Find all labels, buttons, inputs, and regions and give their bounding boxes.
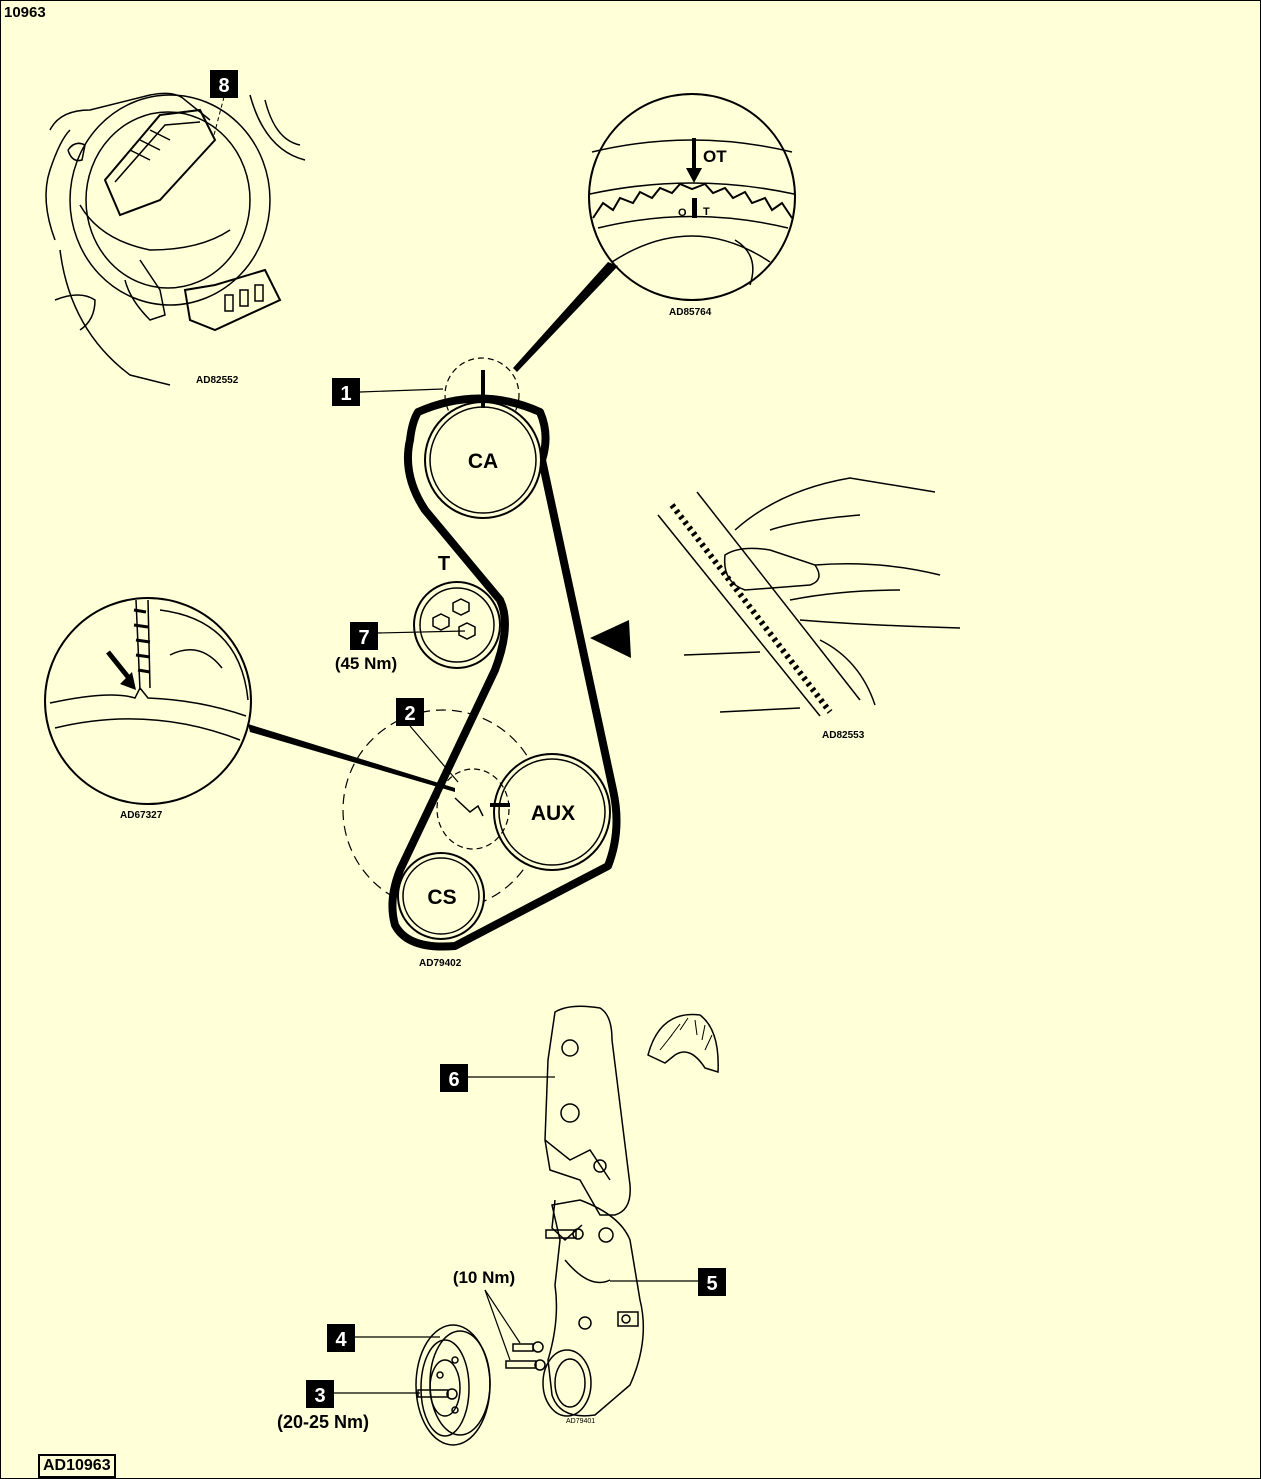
svg-text:5: 5 (706, 1273, 717, 1295)
callout-5: 5 (610, 1268, 726, 1296)
crankshaft-pulley-label: CS (427, 886, 456, 909)
tensioner-label: T (438, 553, 450, 575)
callout-4: 4 (327, 1324, 440, 1352)
svg-text:6: 6 (448, 1069, 459, 1091)
cover-parts (415, 1005, 719, 1446)
distributor-detail (45, 92, 306, 386)
callout-6: 6 (440, 1064, 555, 1092)
o-label: O (678, 207, 687, 219)
ref-belt-layout: AD79402 (419, 958, 462, 969)
callout-3: 3 (306, 1380, 420, 1408)
bracket-bolt-torque: (10 Nm) (453, 1268, 515, 1287)
callout-2: 2 (396, 698, 459, 783)
t-label: T (703, 206, 710, 218)
timing-belt (388, 394, 621, 951)
crank-mark-pointer (248, 724, 455, 792)
callout-7: 7 (350, 622, 466, 650)
svg-text:2: 2 (404, 703, 415, 725)
ref-crank-mark: AD67327 (120, 810, 163, 821)
timing-mark-pointer (513, 262, 618, 372)
ot-label: OT (703, 147, 727, 166)
belt-twist-detail (657, 477, 961, 717)
callout-8-leader (213, 96, 225, 136)
drawing-number: 10963 (4, 4, 46, 21)
svg-text:8: 8 (218, 75, 229, 97)
auxiliary-pulley-label: AUX (531, 802, 575, 825)
belt-layout (342, 357, 631, 951)
pulley-bolt-torque: (20-25 Nm) (277, 1412, 369, 1432)
tensioner-torque: (45 Nm) (335, 654, 397, 673)
svg-text:4: 4 (335, 1329, 347, 1351)
ref-distributor: AD82552 (196, 375, 239, 386)
ref-timing-mark: AD85764 (669, 307, 712, 318)
callout-1: 1 (332, 378, 444, 406)
ref-belt-twist: AD82553 (822, 730, 865, 741)
callout-8: 8 (210, 70, 238, 98)
camshaft-pulley-label: CA (468, 450, 498, 473)
svg-text:1: 1 (340, 383, 351, 405)
svg-text:3: 3 (314, 1385, 325, 1407)
timing-mark-detail: OT O T (588, 93, 796, 301)
timing-mark-zone (444, 357, 520, 433)
drawing-reference: AD10963 (38, 1454, 116, 1478)
ref-covers: AD79401 (566, 1418, 595, 1425)
crank-mark-detail (44, 597, 252, 805)
svg-text:7: 7 (358, 627, 369, 649)
crank-mark-zone (436, 768, 510, 850)
belt-direction-arrow (590, 620, 631, 658)
